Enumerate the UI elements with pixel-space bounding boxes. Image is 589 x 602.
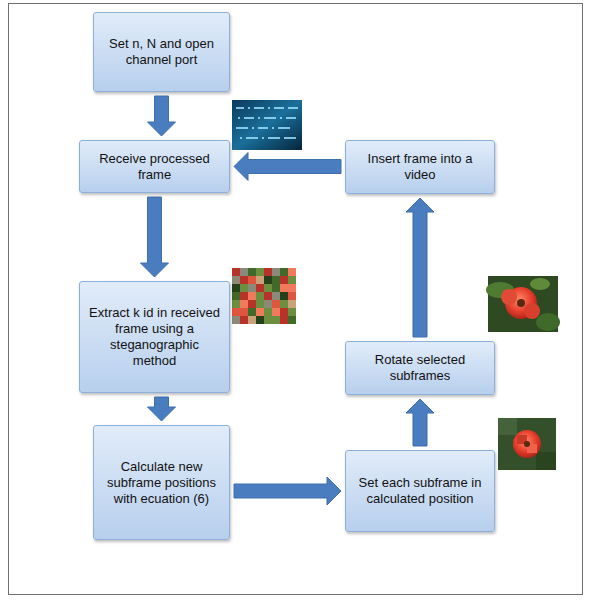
box-label: Set n, N and open channel port [102, 36, 221, 68]
mosaic-picture [232, 268, 296, 324]
mosaic-cell [256, 276, 264, 284]
mosaic-cell [248, 308, 256, 316]
box-label: Calculate new subframe positions with ec… [102, 459, 221, 507]
mosaic-cell [264, 308, 272, 316]
mosaic-cell [264, 316, 272, 324]
block-arrow [148, 96, 176, 136]
mosaic-cell [272, 316, 280, 324]
mosaic-cell [264, 300, 272, 308]
box-label: Rotate selected subframes [354, 352, 486, 384]
mosaic-cell [264, 284, 272, 292]
mosaic-cell [232, 284, 240, 292]
mosaic-cell [240, 316, 248, 324]
process-box: Calculate new subframe positions with ec… [93, 425, 230, 540]
mosaic-cell [232, 292, 240, 300]
process-box: Insert frame into a video [345, 140, 495, 194]
mosaic-cell [280, 276, 288, 284]
process-box: Set each subframe in calculated position [345, 450, 495, 532]
mosaic-cell [248, 276, 256, 284]
flower-subframes-picture [498, 418, 556, 470]
mosaic-cell [280, 308, 288, 316]
mosaic-cell [240, 308, 248, 316]
block-arrow [148, 397, 176, 421]
mosaic-cell [288, 300, 296, 308]
mosaic-cell [264, 268, 272, 276]
mosaic-cell [288, 308, 296, 316]
mosaic-cell [272, 292, 280, 300]
mosaic-cell [248, 284, 256, 292]
block-arrow [406, 399, 434, 446]
mosaic-cell [288, 268, 296, 276]
process-box: Rotate selected subframes [345, 341, 495, 395]
mosaic-cell [240, 268, 248, 276]
mosaic-cell [248, 268, 256, 276]
mosaic-cell [264, 292, 272, 300]
mosaic-cell [280, 284, 288, 292]
mosaic-cell [288, 316, 296, 324]
mosaic-cell [248, 300, 256, 308]
mosaic-cell [272, 268, 280, 276]
mosaic-cell [256, 300, 264, 308]
mosaic-cell [240, 300, 248, 308]
mosaic-cell [272, 308, 280, 316]
mosaic-cell [256, 292, 264, 300]
process-box: Receive processed frame [79, 140, 230, 193]
box-label: Extract k id in received frame using a s… [88, 305, 221, 369]
block-arrow [234, 477, 341, 505]
outer-frame [9, 4, 583, 595]
process-box: Extract k id in received frame using a s… [79, 281, 230, 393]
mosaic-cell [264, 276, 272, 284]
block-arrow [406, 198, 434, 337]
mosaic-cell [240, 276, 248, 284]
block-arrow [141, 197, 169, 277]
mosaic-cell [256, 284, 264, 292]
process-box: Set n, N and open channel port [93, 12, 230, 92]
mosaic-cell [280, 300, 288, 308]
mosaic-cell [272, 284, 280, 292]
mosaic-cell [288, 292, 296, 300]
block-arrow [234, 153, 341, 181]
mosaic-cell [280, 316, 288, 324]
mosaic-cell [272, 300, 280, 308]
mosaic-cell [232, 316, 240, 324]
mosaic-cell [240, 292, 248, 300]
mosaic-cell [288, 276, 296, 284]
mosaic-cell [256, 316, 264, 324]
mosaic-cell [256, 268, 264, 276]
box-label: Receive processed frame [88, 151, 221, 183]
mosaic-cell [248, 316, 256, 324]
flower-picture [486, 276, 560, 332]
mosaic-cell [232, 276, 240, 284]
box-label: Insert frame into a video [354, 151, 486, 183]
binary-picture [232, 100, 302, 150]
mosaic-cell [248, 292, 256, 300]
box-label: Set each subframe in calculated position [354, 475, 486, 507]
mosaic-cell [280, 292, 288, 300]
mosaic-cell [232, 300, 240, 308]
mosaic-cell [272, 276, 280, 284]
mosaic-cell [256, 308, 264, 316]
mosaic-cell [280, 268, 288, 276]
mosaic-cell [240, 284, 248, 292]
mosaic-cell [232, 308, 240, 316]
mosaic-cell [232, 268, 240, 276]
mosaic-cell [288, 284, 296, 292]
